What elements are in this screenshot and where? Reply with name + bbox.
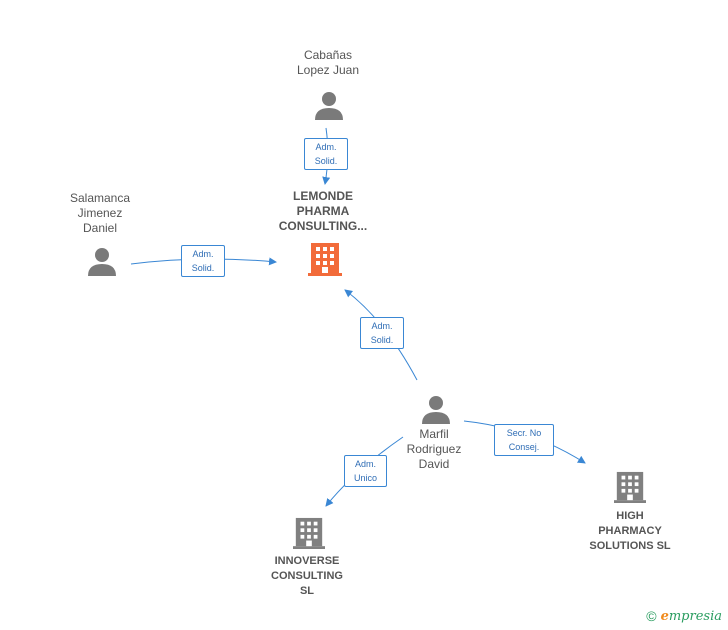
brand-rest: mpresia: [668, 608, 722, 624]
person-icon[interactable]: [314, 90, 344, 120]
person-icon[interactable]: [421, 394, 451, 424]
edge-label-salamanca-lemonde[interactable]: Adm. Solid.: [181, 245, 225, 277]
person-icon[interactable]: [87, 246, 117, 276]
person-label-cabanas: Cabañas Lopez Juan: [296, 48, 360, 77]
brand-logo[interactable]: empresia: [661, 609, 722, 624]
person-label-salamanca: Salamanca Jimenez Daniel: [69, 191, 131, 235]
building-icon[interactable]: [308, 242, 342, 276]
edge-label-marfil-innoverse[interactable]: Adm. Unico: [344, 455, 387, 487]
edge-label-marfil-high[interactable]: Secr. No Consej.: [494, 424, 554, 456]
company-label-lemonde: LEMONDE PHARMA CONSULTING...: [278, 189, 368, 233]
edge-label-cabanas-lemonde[interactable]: Adm. Solid.: [304, 138, 348, 170]
building-icon[interactable]: [614, 470, 646, 504]
brand-initial: e: [660, 608, 669, 624]
person-label-marfil: Marfil Rodriguez David: [406, 427, 462, 471]
footer-brand: © empresia: [646, 608, 722, 624]
company-label-high-pharmacy: HIGH PHARMACY SOLUTIONS SL: [589, 510, 671, 552]
copyright-symbol: ©: [646, 608, 657, 624]
building-icon[interactable]: [293, 516, 325, 550]
company-label-innoverse: INNOVERSE CONSULTING SL: [271, 555, 343, 597]
edge-label-marfil-lemonde[interactable]: Adm. Solid.: [360, 317, 404, 349]
